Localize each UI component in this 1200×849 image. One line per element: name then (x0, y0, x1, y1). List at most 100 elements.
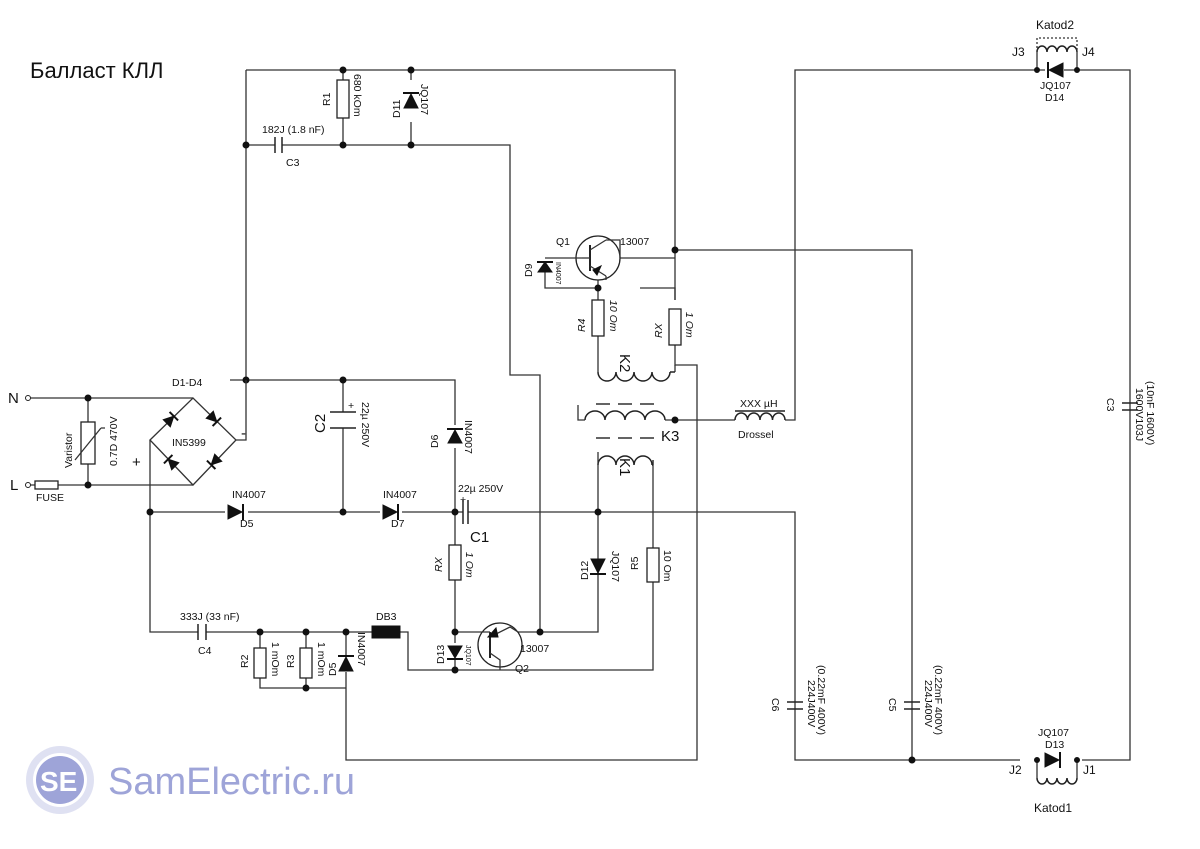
q1-part: 13007 (620, 236, 649, 248)
d12-name: D12 (579, 561, 591, 580)
r1-name: R1 (321, 92, 333, 106)
resistor-rx-top (668, 308, 682, 346)
diode-d11 (403, 92, 419, 109)
c3-right-value2: 1600V103J (1133, 388, 1145, 441)
r5-name: R5 (629, 556, 641, 570)
capacitor-c2 (330, 411, 356, 429)
db3-label: DB3 (376, 611, 397, 623)
diode-d9 (537, 257, 582, 273)
capacitor-c1 (462, 500, 469, 524)
l-terminal-label: L (10, 477, 18, 494)
katod1-diode-name: D13 (1045, 739, 1064, 751)
c1-name: C1 (470, 529, 489, 546)
d6-name: D6 (429, 434, 441, 448)
r1-value: 680 kOm (351, 74, 363, 117)
d6-part: IN4007 (462, 420, 474, 454)
c3-top-name: C3 (286, 157, 300, 169)
drossel-inductor (734, 410, 786, 421)
diode-d13-small (447, 645, 463, 660)
k3-label: K3 (661, 428, 679, 445)
watermark-text: SamElectric.ru (108, 761, 355, 803)
varistor (74, 421, 105, 465)
katod1-name: Katod1 (1034, 801, 1072, 815)
katod2-diode-name: D14 (1045, 92, 1064, 104)
d13-small-name: D13 (435, 645, 447, 664)
d5-top-part: IN4007 (232, 489, 266, 501)
c5-value2: 224J400V (922, 680, 934, 727)
katod2-diode-part: JQ107 (1040, 80, 1071, 92)
katod2-name: Katod2 (1036, 18, 1074, 32)
n-terminal-label: N (8, 390, 19, 407)
d7-name: D7 (391, 518, 405, 530)
r5-value: 10 Om (661, 550, 673, 582)
c1-value: 22µ 250V (458, 483, 503, 495)
varistor-name: Varistor (63, 432, 75, 468)
c5-name: C5 (886, 698, 898, 712)
r3-value: 1 mOm (315, 642, 327, 677)
logo-letters: SE (40, 766, 77, 797)
core-dashes (596, 403, 654, 439)
c3-right-name: C3 (1104, 398, 1116, 412)
capacitor-c3-top (274, 137, 283, 153)
bridge-part: IN5399 (172, 437, 206, 449)
c2-name: C2 (312, 414, 329, 433)
c5-value1: (0.22mF 400V) (932, 665, 944, 735)
bridge-minus: - (241, 425, 246, 442)
c3-top-value: 182J (1.8 nF) (262, 124, 324, 136)
varistor-value: 0.7D 470V (108, 416, 120, 466)
resistor-r2 (253, 647, 267, 679)
k2-label: K2 (616, 354, 633, 372)
diac-db3 (371, 625, 401, 639)
bridge-name: D1-D4 (172, 377, 203, 389)
diode-d6 (447, 428, 463, 444)
samelectric-logo: SE (26, 746, 94, 814)
r3-name: R3 (285, 654, 297, 668)
resistor-r1 (336, 79, 350, 119)
k1-label: K1 (616, 458, 633, 476)
page-title: Балласт КЛЛ (30, 58, 163, 83)
rx-mid-name: RX (433, 556, 445, 572)
resistor-rx-mid (448, 544, 462, 581)
c6-value2: 224J400V (805, 680, 817, 727)
coil-k2 (597, 345, 676, 382)
capacitor-c5 (904, 701, 920, 710)
wires (28, 69, 1131, 761)
coil-k3 (584, 410, 666, 421)
diode-d5-top (227, 504, 244, 520)
katod1-filament (1036, 752, 1078, 785)
fuse (34, 480, 59, 490)
drossel-value: XXX µH (740, 398, 778, 410)
c2-value: 22µ 250V (359, 402, 371, 447)
c6-value1: (0.22mF 400V) (815, 665, 827, 735)
capacitor-c4 (197, 624, 207, 640)
resistor-r5 (646, 547, 660, 583)
katod1-j1: J1 (1083, 763, 1096, 777)
bridge-plus: + (132, 454, 141, 471)
d12-part: JQ107 (609, 551, 621, 582)
bridge-rectifier (149, 380, 247, 486)
rx-top-name: RX (653, 322, 665, 338)
d11-part: JQ107 (418, 84, 430, 115)
q1-name: Q1 (556, 236, 570, 248)
drossel-name: Drossel (738, 429, 774, 441)
r2-name: R2 (239, 654, 251, 668)
c4-name: C4 (198, 645, 212, 657)
junction-dots (25, 66, 916, 764)
r4-name: R4 (576, 318, 588, 332)
transistor-q1 (575, 235, 621, 281)
d7-part: IN4007 (383, 489, 417, 501)
c6-name: C6 (769, 698, 781, 712)
capacitor-c6 (787, 701, 803, 710)
katod2-j3: J3 (1012, 45, 1025, 59)
diode-d5-bottom (338, 655, 354, 672)
rx-top-value: 1 Om (683, 312, 695, 338)
rx-mid-value: 1 Om (463, 552, 475, 578)
resistor-r4 (591, 299, 605, 337)
katod1-j2: J2 (1009, 763, 1022, 777)
d5-top-name: D5 (240, 518, 254, 530)
c1-plus: + (460, 494, 466, 506)
c3-right-value1: (10nF 1600V) (1144, 381, 1156, 445)
katod2-filament (1020, 37, 1085, 78)
d5-bottom-name: D5 (327, 662, 339, 676)
coil-k1 (597, 452, 653, 466)
